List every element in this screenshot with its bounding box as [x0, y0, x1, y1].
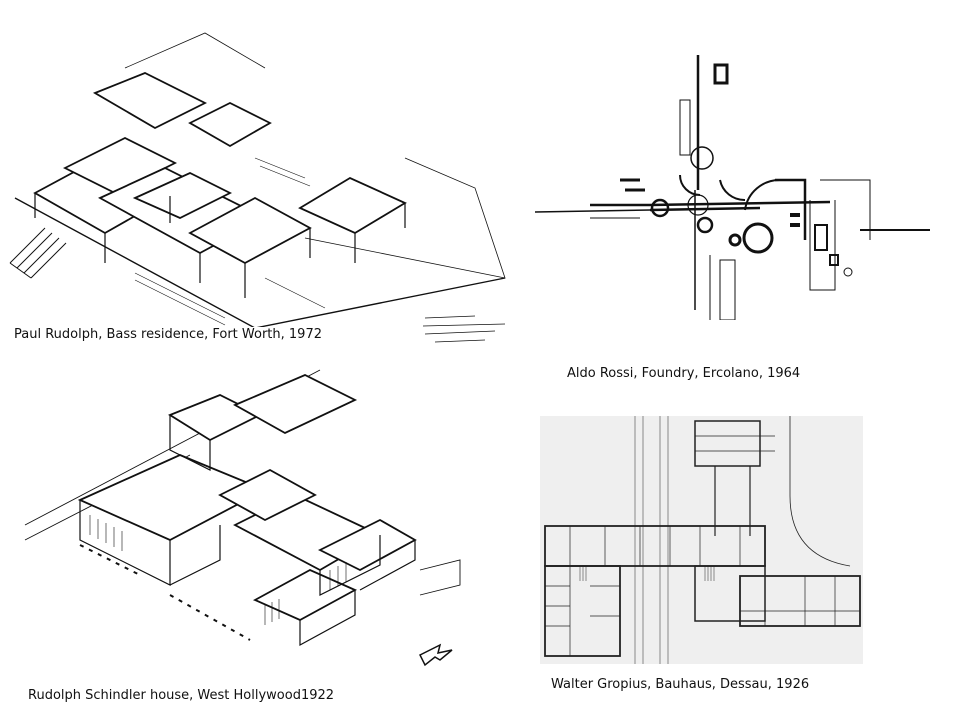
floor-plan-icon	[544, 416, 861, 664]
plan-drawing-icon	[534, 55, 930, 320]
schindler-house-drawing	[20, 355, 480, 680]
foundry-plan-drawing	[530, 50, 940, 320]
caption-rudolph: Paul Rudolph, Bass residence, Fort Worth…	[12, 327, 324, 342]
caption-rossi: Aldo Rossi, Foundry, Ercolano, 1964	[567, 366, 801, 381]
axonometric-drawing-icon	[24, 369, 461, 667]
bauhaus-plan-drawing	[540, 416, 863, 664]
caption-gropius: Walter Gropius, Bauhaus, Dessau, 1926	[551, 677, 810, 692]
axonometric-drawing-icon	[9, 32, 506, 343]
bass-residence-drawing	[5, 28, 515, 353]
caption-schindler: Rudolph Schindler house, West Hollywood1…	[28, 688, 335, 703]
